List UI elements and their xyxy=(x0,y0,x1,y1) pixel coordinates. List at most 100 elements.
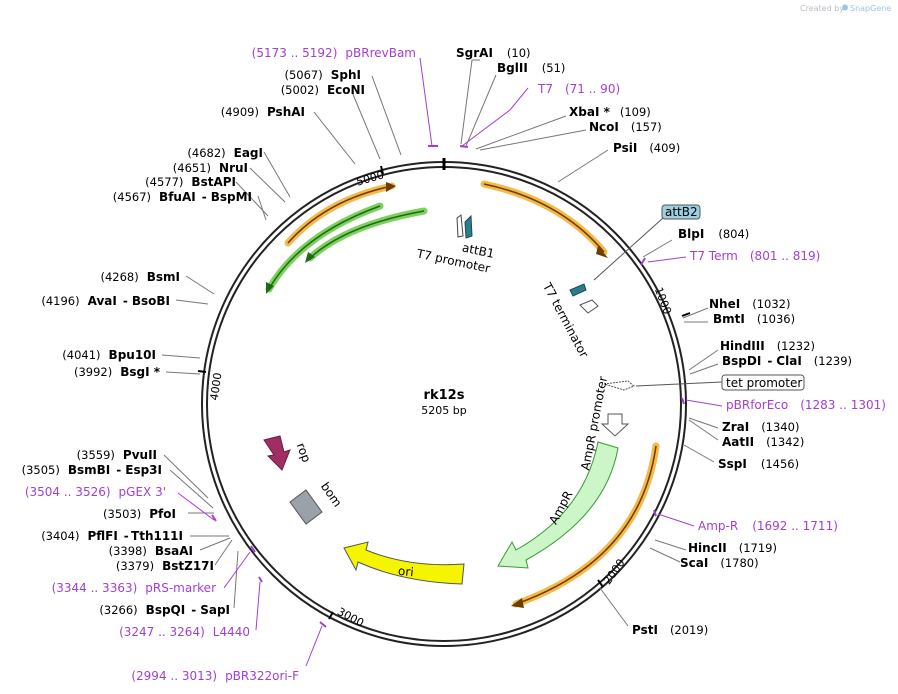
site-avai-bsobi: (4196)AvaI-BsoBI xyxy=(41,294,170,308)
primer-leaders xyxy=(177,57,723,667)
credit-brand: SnapGene xyxy=(850,4,891,13)
leader-psti xyxy=(599,587,629,627)
primer-pbrforeco: pBRforEco(1283 .. 1301) xyxy=(726,398,886,412)
marker-t7-term xyxy=(640,257,646,266)
leader-aatii xyxy=(688,419,719,441)
leader-bspdi xyxy=(689,363,719,375)
snapgene-logo-icon xyxy=(842,4,848,11)
t7-promoter-marker xyxy=(456,214,464,238)
leader-ncoi xyxy=(479,129,587,151)
site-bsgi: (3992)BsgI * xyxy=(74,365,161,379)
primer-t7: T7(71 .. 90) xyxy=(537,82,620,96)
site-ncoi: NcoI(157) xyxy=(589,120,662,134)
green-feature-outer-arrowhead xyxy=(266,282,274,294)
tick-mark-5000 xyxy=(380,165,384,175)
orange-feature-left-arrowhead xyxy=(386,182,396,192)
leader-pgex3 xyxy=(177,492,215,521)
ori-label: ori xyxy=(397,564,414,580)
site-pshai: (4909)PshAI xyxy=(221,105,305,119)
snapgene-credit: Created by SnapGene xyxy=(800,4,891,13)
site-bspdi-clai: BspDI-ClaI(1239) xyxy=(722,354,852,368)
site-pfoi: (3503)PfoI xyxy=(103,507,176,521)
attb2-label-box xyxy=(661,204,701,220)
tick-mark-2000 xyxy=(597,579,604,588)
site-zrai: ZraI(1340) xyxy=(722,420,799,434)
plasmid-center: rk12s 5205 bp xyxy=(421,388,466,417)
site-bsaai: (3398)BsaAI xyxy=(109,544,193,558)
marker-l4440 xyxy=(258,576,263,583)
rop-feature-arrow xyxy=(263,435,291,471)
primer-amp-r: Amp-R(1692 .. 1711) xyxy=(698,519,838,533)
site-bsmbi-esp3i: (3505)BsmBI-Esp3I xyxy=(22,463,162,477)
attb2-label: attB2 xyxy=(665,205,698,219)
site-labels: SgrAI(10) BglII(51) XbaI *(109) NcoI(157… xyxy=(22,46,852,637)
site-psii: PsiI(409) xyxy=(613,141,680,155)
ampr-feature-arrow xyxy=(497,441,619,569)
site-sgrai: SgrAI(10) xyxy=(456,46,531,60)
orange-feature-left-strand xyxy=(287,185,393,244)
green-feature-inner-strand xyxy=(309,210,425,259)
orange-feature-top-arrowhead xyxy=(596,246,608,258)
leader-zrai xyxy=(688,417,719,429)
leader-econi xyxy=(351,91,381,160)
site-leaders xyxy=(161,59,719,627)
site-aatii: AatII(1342) xyxy=(722,435,804,449)
site-bsmi: (4268)BsmI xyxy=(100,270,180,284)
tet-promoter-leader xyxy=(635,381,723,387)
leader-xbai xyxy=(475,115,567,150)
leader-bsmbi xyxy=(169,469,214,509)
ori-feature-arrow xyxy=(343,541,465,585)
site-bstz17i: (3379)BstZ17I xyxy=(116,559,214,573)
site-bglii: BglII(51) xyxy=(497,61,565,75)
leader-bstz17i xyxy=(214,539,233,566)
leader-bstapi xyxy=(235,181,269,217)
site-nhei: NheI(1032) xyxy=(709,297,790,311)
leader-sspi xyxy=(683,444,715,463)
tick-mark-1000 xyxy=(681,312,691,317)
site-econi: (5002)EcoNI xyxy=(281,83,365,97)
orange-feature-right-strand xyxy=(515,445,657,605)
tick-label-1000: 1000 xyxy=(652,285,674,316)
leader-pbrforeco xyxy=(685,399,723,407)
site-nrui: (4651)NruI xyxy=(173,161,248,175)
site-blpi: BlpI(804) xyxy=(678,227,749,241)
leader-blpi xyxy=(642,239,673,258)
site-xbai: XbaI *(109) xyxy=(569,105,651,119)
primer-pgex3: (3504 .. 3526)pGEX 3' xyxy=(25,485,166,499)
leader-scai xyxy=(649,547,681,563)
leader-bspqi xyxy=(233,550,239,609)
tet-promoter-marker xyxy=(603,380,635,391)
leader-pbrrevbam xyxy=(419,57,433,147)
primer-pbrrevbam: (5173 .. 5192)pBRrevBam xyxy=(252,46,416,60)
leader-eagi xyxy=(263,151,291,198)
site-hindiii: HindIII(1232) xyxy=(720,339,815,353)
leader-hincii xyxy=(654,539,687,551)
leader-psii xyxy=(557,149,609,183)
leader-avai xyxy=(175,299,209,305)
site-scai: ScaI(1780) xyxy=(680,556,759,570)
bom-label: bom xyxy=(318,480,345,510)
tet-promoter-label: tet promoter xyxy=(726,376,802,390)
leader-bsaai xyxy=(199,537,231,551)
site-sphi: (5067)SphI xyxy=(285,68,362,82)
leader-prs-marker xyxy=(223,551,251,589)
site-hincii: HincII(1719) xyxy=(688,541,777,555)
orange-feature-top-strand xyxy=(483,183,605,253)
plasmid-backbone xyxy=(201,158,687,647)
site-bstapi: (4577)BstAPI xyxy=(145,175,236,189)
site-bfuai-bspmi: (4567)BfuAI-BspMI xyxy=(113,190,252,204)
tick-mark-3000 xyxy=(328,611,334,620)
leader-bfuai xyxy=(257,195,267,221)
ampr-promoter-marker xyxy=(600,413,630,437)
leader-hindiii xyxy=(688,349,719,371)
leader-bglii xyxy=(465,74,497,147)
primer-l4440: (3247 .. 3264)L4440 xyxy=(119,625,250,639)
marker-amp-r xyxy=(653,509,657,517)
primer-labels: (5173 .. 5192)pBRrevBam T7(71 .. 90) T7 … xyxy=(25,46,886,683)
leader-amp-r xyxy=(657,513,695,527)
site-pvuii: (3559)PvuII xyxy=(77,448,157,462)
leader-t7-term xyxy=(647,256,687,263)
marker-pgex3 xyxy=(211,514,217,522)
